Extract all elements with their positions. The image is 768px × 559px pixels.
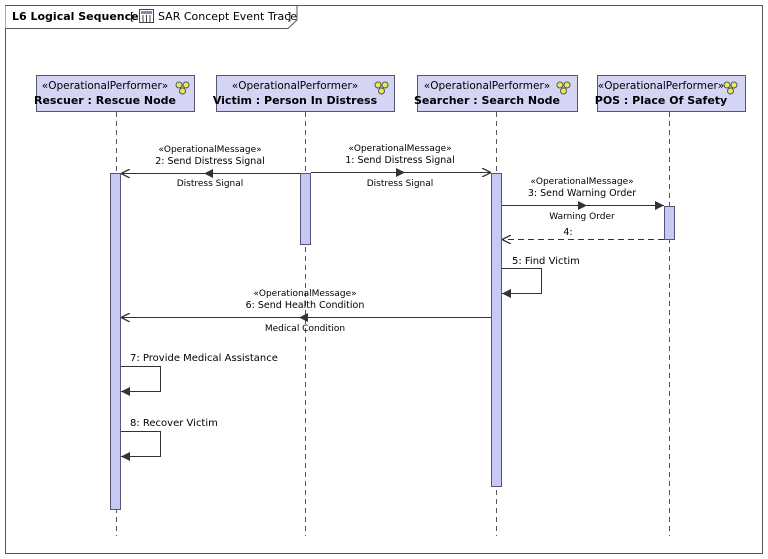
message-label: 2: Send Distress Signal bbox=[155, 156, 264, 167]
message-label: 6: Send Health Condition bbox=[246, 300, 365, 311]
conveyed-item: Distress Signal bbox=[367, 179, 434, 189]
lifeline-name: Rescuer : Rescue Node bbox=[34, 94, 176, 107]
performer-icon bbox=[175, 81, 190, 95]
lifeline-stereotype: «OperationalPerformer» bbox=[424, 80, 550, 92]
message-4[interactable]: 4: bbox=[502, 227, 664, 240]
activation-searcher bbox=[491, 173, 502, 487]
message-label: 7: Provide Medical Assistance bbox=[130, 353, 278, 364]
message-3[interactable]: «OperationalMessage» 3: Send Warning Ord… bbox=[502, 177, 664, 222]
message-stereotype: «OperationalMessage» bbox=[253, 289, 356, 299]
message-stereotype: «OperationalMessage» bbox=[530, 177, 633, 187]
conveyed-item: Medical Condition bbox=[265, 324, 345, 334]
message-2[interactable]: «OperationalMessage» 2: Send Distress Si… bbox=[121, 145, 300, 189]
performer-icon bbox=[556, 81, 571, 95]
lifeline-name: POS : Place Of Safety bbox=[595, 94, 727, 107]
lifeline-rescuer[interactable]: «OperationalPerformer» Rescuer : Rescue … bbox=[34, 75, 195, 112]
activation-rescuer bbox=[110, 173, 121, 510]
lifeline-stereotype: «OperationalPerformer» bbox=[42, 80, 168, 92]
conveyed-item: Distress Signal bbox=[177, 179, 244, 189]
message-label: 5: Find Victim bbox=[512, 256, 580, 267]
lifeline-stereotype: «OperationalPerformer» bbox=[598, 80, 724, 92]
diagram-name: SAR Concept Event Trace bbox=[158, 10, 297, 23]
activation-pos bbox=[664, 206, 675, 240]
lifeline-searcher[interactable]: «OperationalPerformer» Searcher : Search… bbox=[414, 75, 578, 112]
performer-icon bbox=[723, 81, 738, 95]
frame-bracket-close: ] bbox=[287, 10, 291, 23]
lifeline-name: Victim : Person In Distress bbox=[213, 94, 378, 107]
message-5[interactable]: 5: Find Victim bbox=[502, 256, 580, 298]
message-label: 4: bbox=[563, 227, 572, 238]
conveyed-item: Warning Order bbox=[549, 212, 615, 222]
message-8[interactable]: 8: Recover Victim bbox=[121, 418, 218, 461]
message-1[interactable]: «OperationalMessage» 1: Send Distress Si… bbox=[311, 144, 491, 189]
message-label: 3: Send Warning Order bbox=[528, 188, 636, 199]
lifeline-pos[interactable]: «OperationalPerformer» POS : Place Of Sa… bbox=[595, 75, 746, 112]
message-6[interactable]: «OperationalMessage» 6: Send Health Cond… bbox=[121, 289, 491, 334]
frame-bracket-open: [ bbox=[130, 10, 134, 23]
message-stereotype: «OperationalMessage» bbox=[348, 144, 451, 154]
performer-icon bbox=[374, 81, 389, 95]
lifeline-stereotype: «OperationalPerformer» bbox=[232, 80, 358, 92]
frame-kind: L6 Logical Sequence bbox=[12, 10, 139, 23]
message-label: 1: Send Distress Signal bbox=[345, 155, 454, 166]
message-label: 8: Recover Victim bbox=[130, 418, 218, 429]
lifeline-victim[interactable]: «OperationalPerformer» Victim : Person I… bbox=[213, 75, 395, 112]
activation-victim bbox=[300, 173, 311, 245]
sequence-diagram-icon bbox=[139, 9, 154, 23]
lifeline-name: Searcher : Search Node bbox=[414, 94, 560, 107]
message-7[interactable]: 7: Provide Medical Assistance bbox=[121, 353, 278, 396]
message-stereotype: «OperationalMessage» bbox=[158, 145, 261, 155]
